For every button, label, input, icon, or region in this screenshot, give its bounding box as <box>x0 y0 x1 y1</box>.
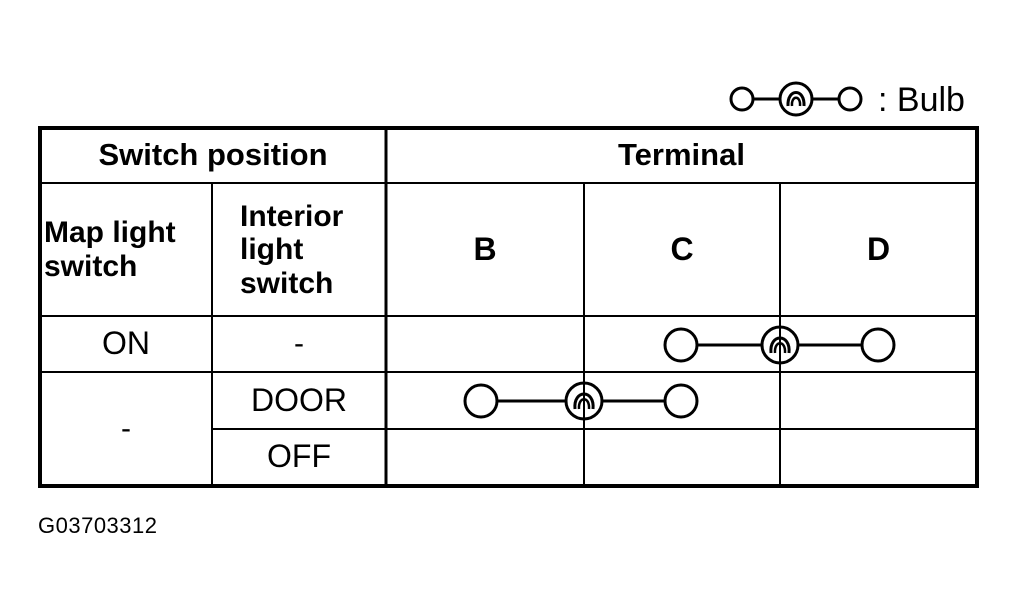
row-off-interior-light-value: OFF <box>267 438 331 475</box>
interior-light-switch-header: Interior light switch <box>240 199 344 300</box>
bulb-symbol-icon <box>729 81 863 117</box>
bulb-legend: : Bulb <box>728 78 988 122</box>
terminal-b-header: B <box>473 231 497 268</box>
bulb-connection-b-c <box>463 381 699 421</box>
terminal-d-header: D <box>866 231 891 268</box>
terminal-c-header: C <box>670 231 694 268</box>
row-door-interior-light-value: DOOR <box>251 382 347 419</box>
switch-position-header: Switch position <box>98 137 328 173</box>
bulb-connection-c-d <box>663 325 896 365</box>
figure-id: G03703312 <box>38 513 158 538</box>
terminal-header: Terminal <box>618 137 745 173</box>
row-on-map-light-value: ON <box>102 325 150 362</box>
map-light-switch-header: Map light switch <box>44 216 176 283</box>
table-grid <box>38 126 979 488</box>
legend-label: : Bulb <box>878 81 965 119</box>
row-door-off-map-light-value: - <box>121 412 131 446</box>
row-on-interior-light-value: - <box>294 327 304 361</box>
